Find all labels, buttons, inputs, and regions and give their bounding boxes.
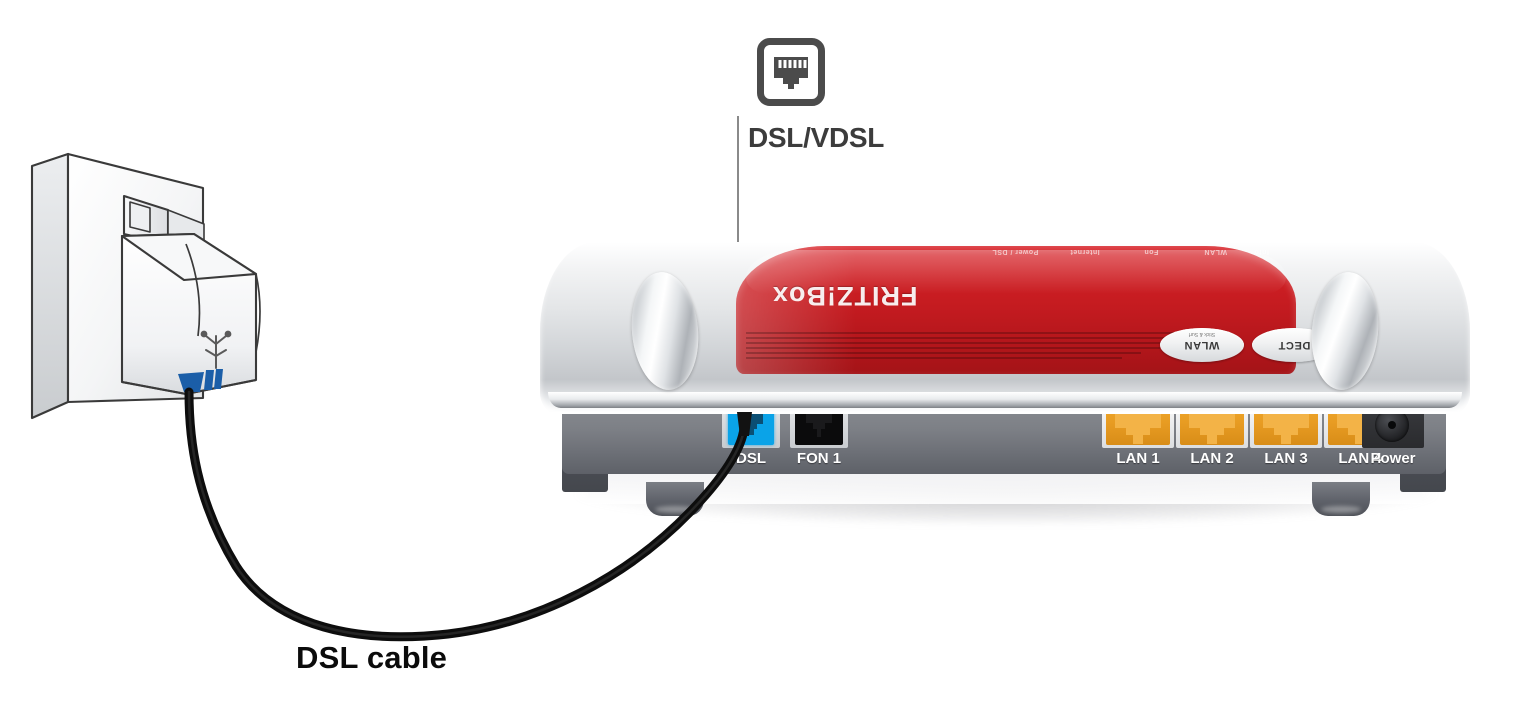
- wlan-button-sublabel: Stick & Surf: [1188, 331, 1216, 337]
- router-top-shell-lip: [548, 392, 1462, 408]
- led-label-internet: Internet: [1070, 248, 1100, 255]
- dsl-cable-caption: DSL cable: [296, 640, 448, 675]
- fritzbox-router: DSL FON 1 LAN 1: [540, 236, 1470, 526]
- router-red-body-shading: [736, 246, 856, 374]
- router-led-legend: Power / DSL Internet Fon WLAN Info: [992, 248, 1292, 262]
- router-red-body-gloss: [746, 250, 1286, 294]
- dsl-wall-socket: [18, 140, 288, 420]
- led-label-power: Power / DSL: [992, 248, 1039, 255]
- port-label-lan1: LAN 1: [1116, 450, 1160, 467]
- router-foot-highlight-right: [1321, 506, 1361, 513]
- router-foot-right: [1312, 482, 1370, 516]
- router-floor: [588, 474, 1422, 504]
- router-brand-logo: FRITZ!Box: [772, 281, 918, 311]
- led-label-wlan: WLAN: [1204, 248, 1227, 255]
- router-vent-grille: [746, 332, 1216, 362]
- port-label-lan4: LAN 4: [1338, 450, 1382, 467]
- wlan-button-label: WLAN: [1184, 339, 1220, 351]
- port-label-fon1: FON 1: [796, 450, 842, 467]
- port-power-pin: [1388, 421, 1396, 429]
- led-label-fon: Fon: [1144, 248, 1159, 255]
- port-label-lan3: LAN 3: [1264, 450, 1308, 467]
- router-foot-highlight-left: [655, 506, 695, 513]
- wlan-button[interactable]: Stick & Surf WLAN: [1160, 328, 1244, 362]
- port-label-dsl: DSL: [736, 450, 766, 467]
- port-label-power: Power: [1370, 450, 1416, 467]
- led-label-info: Info: [1254, 248, 1269, 255]
- socket-cable-connector: [178, 369, 223, 392]
- dsl-port-icon: [757, 38, 825, 106]
- callout-label: DSL/VDSL: [748, 122, 885, 153]
- port-label-lan2: LAN 2: [1190, 450, 1234, 467]
- dect-button-label: DECT: [1277, 339, 1311, 351]
